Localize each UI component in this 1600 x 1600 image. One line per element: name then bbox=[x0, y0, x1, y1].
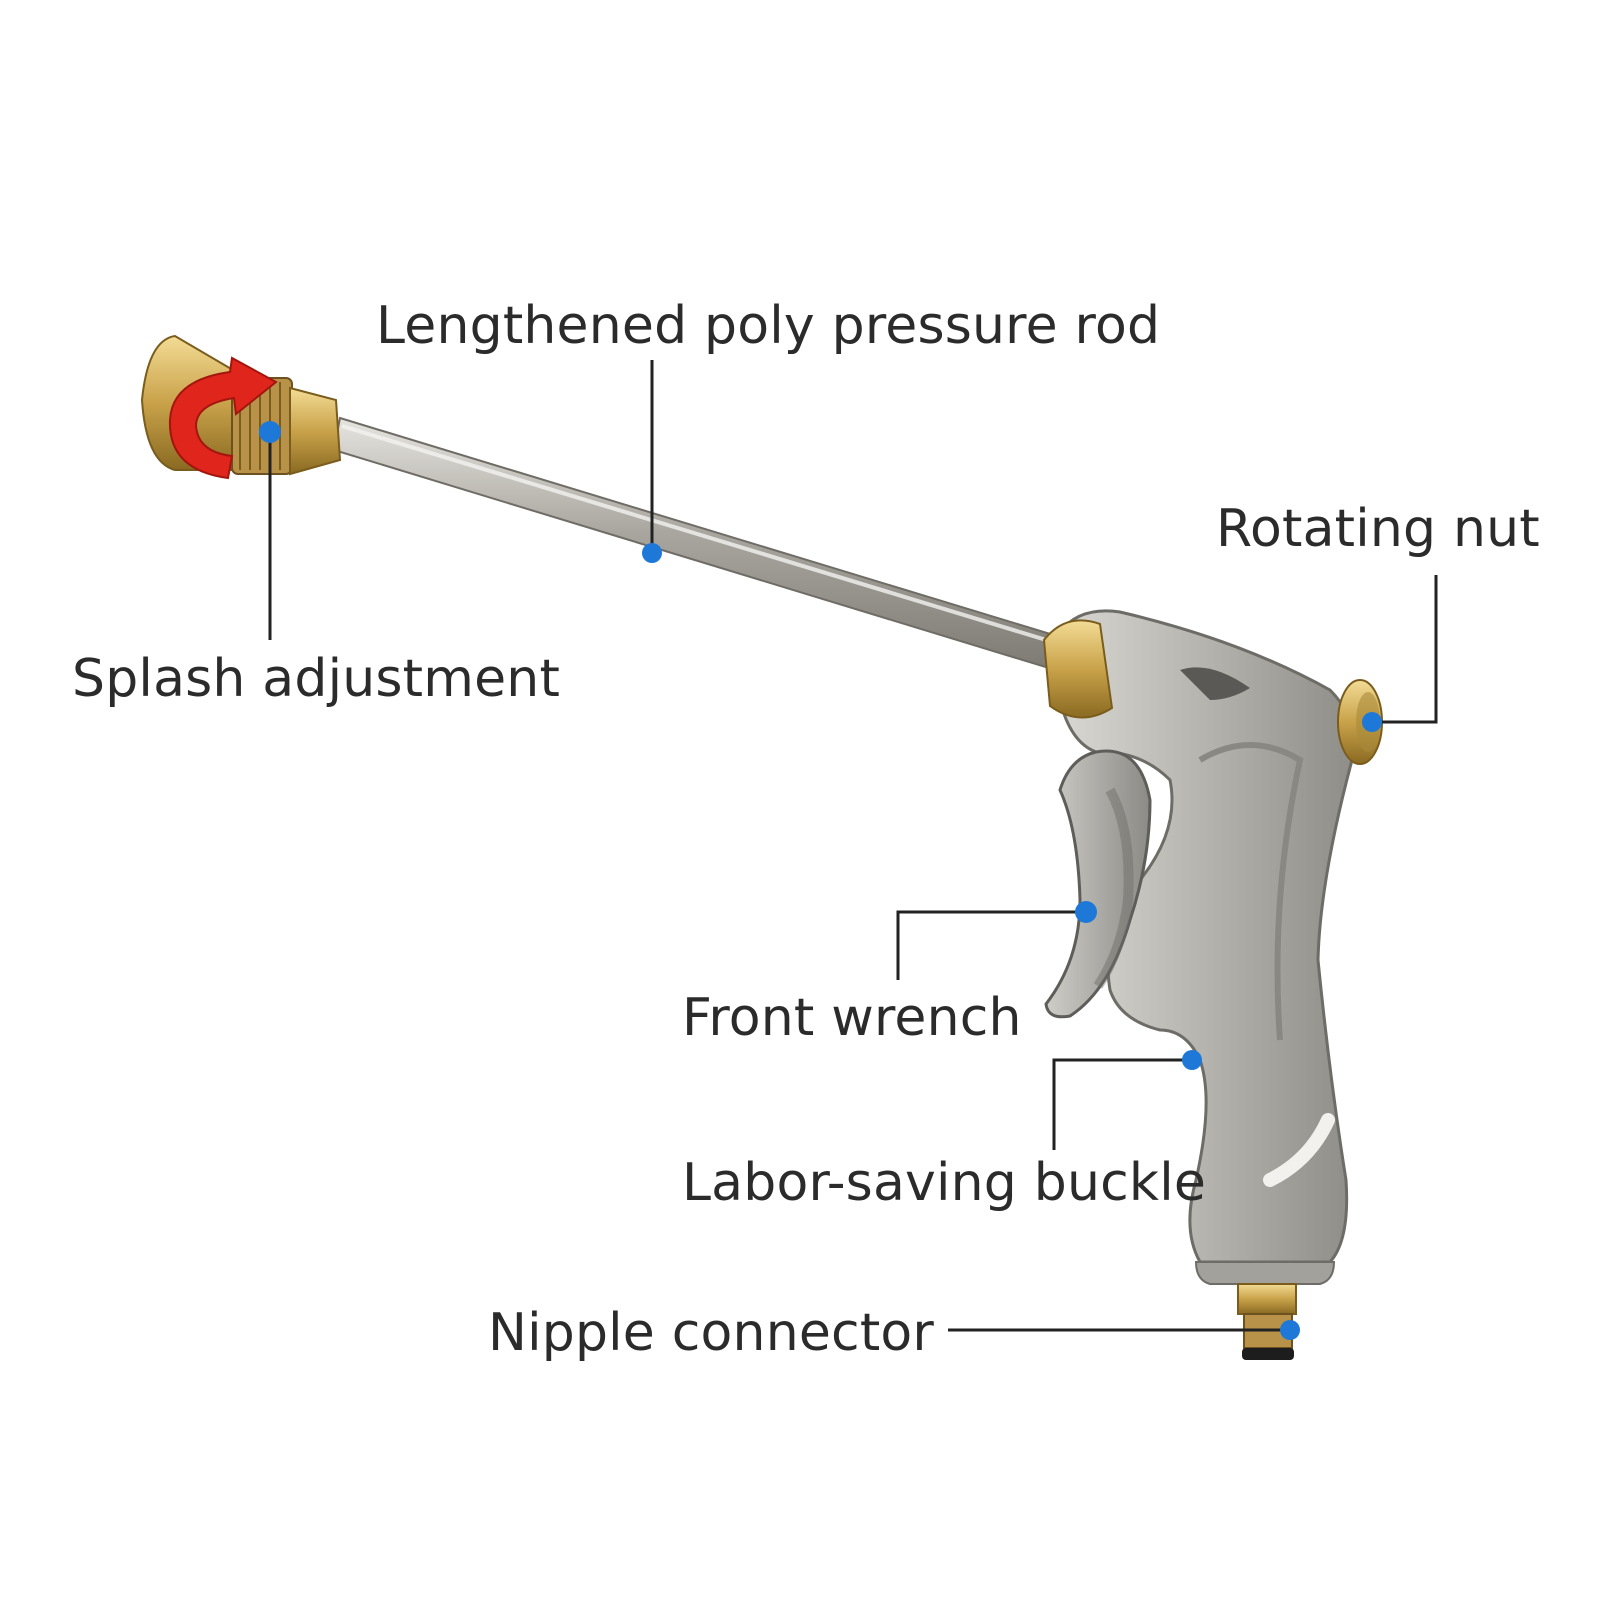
marker-dot-pressure-rod bbox=[642, 543, 662, 563]
marker-dot-nipple bbox=[1280, 1320, 1300, 1340]
label-rotating-nut: Rotating nut bbox=[1216, 499, 1540, 559]
leader-line-rotating-nut bbox=[1376, 575, 1438, 724]
leader-lines bbox=[268, 360, 1438, 1332]
leader-line-buckle bbox=[1052, 1058, 1192, 1150]
gun-body bbox=[1058, 609, 1356, 1285]
marker-dot-rotating-nut bbox=[1362, 712, 1382, 732]
rotating-nut bbox=[1337, 679, 1383, 765]
rotation-arrow-icon bbox=[168, 356, 278, 480]
label-nipple-connector: Nipple connector bbox=[488, 1303, 935, 1363]
marker-dot-front-wrench bbox=[1075, 901, 1097, 923]
marker-dot-buckle bbox=[1182, 1050, 1202, 1070]
label-splash-adjustment: Splash adjustment bbox=[72, 649, 561, 709]
marker-dot-splash bbox=[259, 421, 281, 443]
label-pressure-rod: Lengthened poly pressure rod bbox=[376, 296, 1161, 356]
front-wrench-trigger bbox=[1044, 749, 1152, 1019]
leader-line-front-wrench bbox=[896, 910, 1086, 980]
label-labor-saving-buckle: Labor-saving buckle bbox=[682, 1153, 1207, 1213]
label-front-wrench: Front wrench bbox=[682, 988, 1022, 1048]
marker-dots bbox=[259, 421, 1382, 1340]
rod-collar bbox=[1042, 619, 1114, 719]
pressure-rod bbox=[332, 416, 1072, 674]
